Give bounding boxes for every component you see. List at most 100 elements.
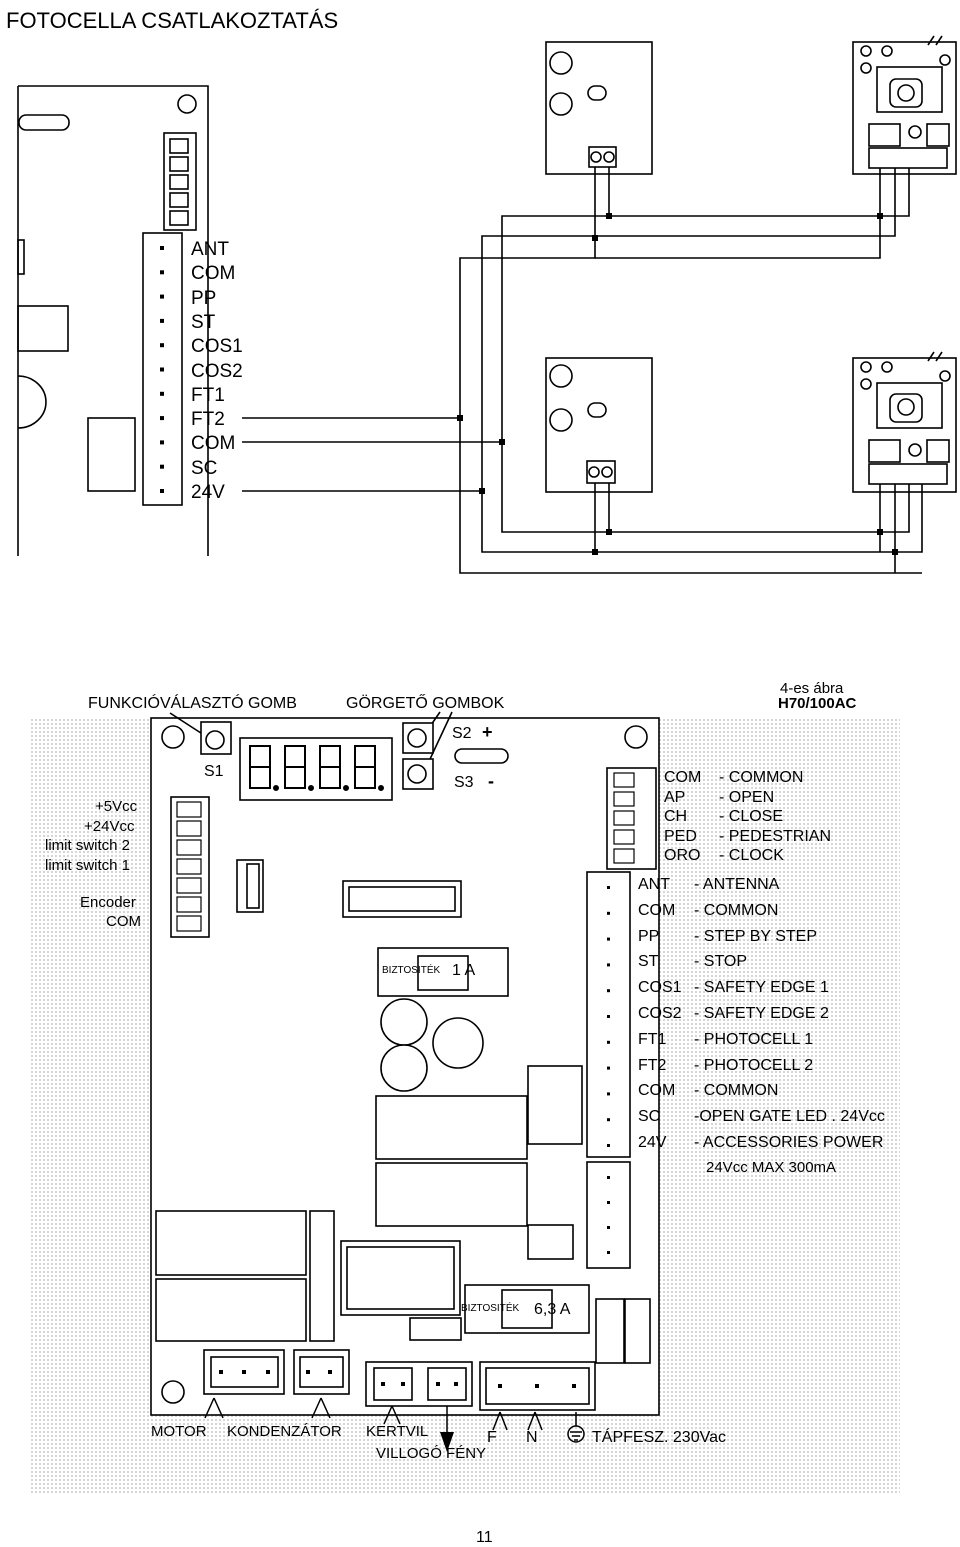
terminal-pin — [607, 886, 610, 889]
terminal-pin — [607, 1176, 610, 1179]
small-connector-desc: - PEDESTRIAN — [719, 827, 832, 845]
terminal-pin — [160, 246, 164, 250]
wire-junction — [592, 549, 598, 555]
terminal-pin — [160, 270, 164, 275]
main-connector-desc: -OPEN GATE LED . 24Vcc — [694, 1108, 885, 1126]
terminal-pin — [607, 1092, 610, 1096]
main-connector-desc: - STOP — [694, 953, 748, 971]
wire-junction — [877, 529, 883, 535]
connector-pin — [613, 791, 635, 807]
small-connector-code: COM — [664, 769, 702, 786]
s3-sign: - — [488, 771, 494, 791]
terminal-label: ANT — [191, 239, 229, 260]
connector-pin — [176, 820, 202, 837]
motor-label: MOTOR — [151, 1423, 207, 1440]
connector-pin — [613, 848, 635, 864]
fuse1-value: 1 A — [452, 962, 476, 979]
main-connector-code: SC — [638, 1108, 661, 1126]
function-button-label: FUNKCIÓVÁLASZTÓ GOMB — [88, 695, 297, 712]
left-connector-label: limit switch 1 — [45, 857, 131, 874]
terminal-label: COS2 — [191, 360, 243, 382]
connector-pin — [535, 1384, 539, 1388]
terminal-pin — [607, 1251, 610, 1254]
main-connector-code: FT2 — [638, 1056, 667, 1074]
fuse1-word: BIZTOSITÉK — [382, 965, 441, 976]
terminal-label: FT2 — [191, 409, 225, 431]
small-connector-desc: - CLOCK — [719, 847, 784, 864]
terminal-pin — [607, 1040, 610, 1044]
connector-pin — [381, 1382, 385, 1386]
small-connector-desc: - COMMON — [719, 769, 804, 786]
terminal-pin — [607, 1118, 610, 1122]
terminal-pin — [160, 391, 164, 396]
connector-pin — [176, 858, 202, 875]
small-connector-code: CH — [664, 808, 688, 825]
connector-pin — [176, 801, 202, 818]
wire-junction — [892, 549, 898, 555]
accessories-max-label: 24Vcc MAX 300mA — [706, 1159, 837, 1176]
main-connector-desc: - SAFETY EDGE 2 — [694, 1005, 829, 1022]
main-connector-desc: - PHOTOCELL 1 — [694, 1030, 814, 1048]
connector-pin — [306, 1370, 310, 1374]
terminal-pin — [160, 489, 164, 493]
page-number: 11 — [476, 1529, 493, 1546]
main-connector-code: COS2 — [638, 1005, 682, 1022]
terminal-label: COS1 — [191, 336, 243, 358]
connector-pin — [176, 839, 202, 856]
connector-pin — [613, 829, 635, 845]
tapfesz-label: TÁPFESZ. 230Vac — [592, 1429, 726, 1446]
s2-label: S2 — [452, 725, 472, 742]
s2-sign: + — [482, 722, 493, 742]
small-connector-code: AP — [664, 788, 686, 806]
fuse2-value: 6,3 A — [534, 1301, 571, 1318]
small-connector-code: PED — [664, 827, 697, 845]
page-title: FOTOCELLA CSATLAKOZTATÁS — [6, 8, 339, 33]
main-connector-desc: - SAFETY EDGE 1 — [694, 979, 829, 997]
villogo-label: VILLOGÓ FÉNY — [376, 1445, 487, 1462]
wire-junction — [499, 439, 505, 445]
terminal-pin — [160, 367, 164, 372]
fuse2-word: BIZTOSITÉK — [461, 1303, 520, 1314]
terminal-label: PP — [191, 287, 217, 309]
terminal-pin — [607, 1226, 610, 1229]
terminal-pin — [607, 1201, 610, 1204]
terminal-pin — [160, 318, 164, 323]
connector-pin — [176, 915, 202, 932]
main-connector-code: FT1 — [638, 1030, 667, 1048]
wire-junction — [592, 235, 598, 241]
terminal-pin — [607, 1015, 610, 1018]
small-connector-desc: - CLOSE — [719, 808, 784, 825]
seven-seg-dot — [343, 785, 349, 791]
terminal-pin — [160, 416, 164, 421]
main-connector-code: ST — [638, 953, 659, 971]
main-connector-code: COM — [638, 901, 676, 919]
small-connector-desc: - OPEN — [719, 788, 775, 806]
main-connector-desc: - ANTENNA — [694, 876, 780, 893]
connector-pin — [613, 810, 635, 826]
connector-pin — [242, 1370, 246, 1374]
terminal-label: COM — [191, 433, 236, 455]
model-label: H70/100AC — [778, 695, 857, 712]
terminal-pin — [607, 937, 610, 941]
s3-label: S3 — [454, 774, 474, 791]
terminal-pin — [607, 911, 610, 915]
photocell-wiring-diagram — [17, 35, 957, 574]
main-connector-desc: - STEP BY STEP — [694, 927, 818, 945]
terminal-pin — [607, 1144, 610, 1147]
terminal-label: ST — [191, 311, 216, 333]
left-connector-label: limit switch 2 — [45, 837, 131, 854]
terminal-pin — [160, 343, 164, 348]
seven-seg-dot — [308, 785, 314, 791]
connector-pin — [401, 1382, 405, 1386]
connector-pin — [328, 1370, 332, 1374]
main-connector-desc: - ACCESSORIES POWER — [694, 1134, 884, 1151]
wire-junction — [606, 213, 612, 219]
connector-pin — [454, 1382, 458, 1386]
connector-pin — [436, 1382, 440, 1386]
terminal-pin — [160, 464, 164, 469]
terminal-label: COM — [191, 263, 236, 285]
seven-seg-dot — [273, 785, 279, 791]
main-connector-desc: - PHOTOCELL 2 — [694, 1056, 814, 1074]
connector-pin — [498, 1384, 502, 1388]
connector-pin — [219, 1370, 223, 1374]
